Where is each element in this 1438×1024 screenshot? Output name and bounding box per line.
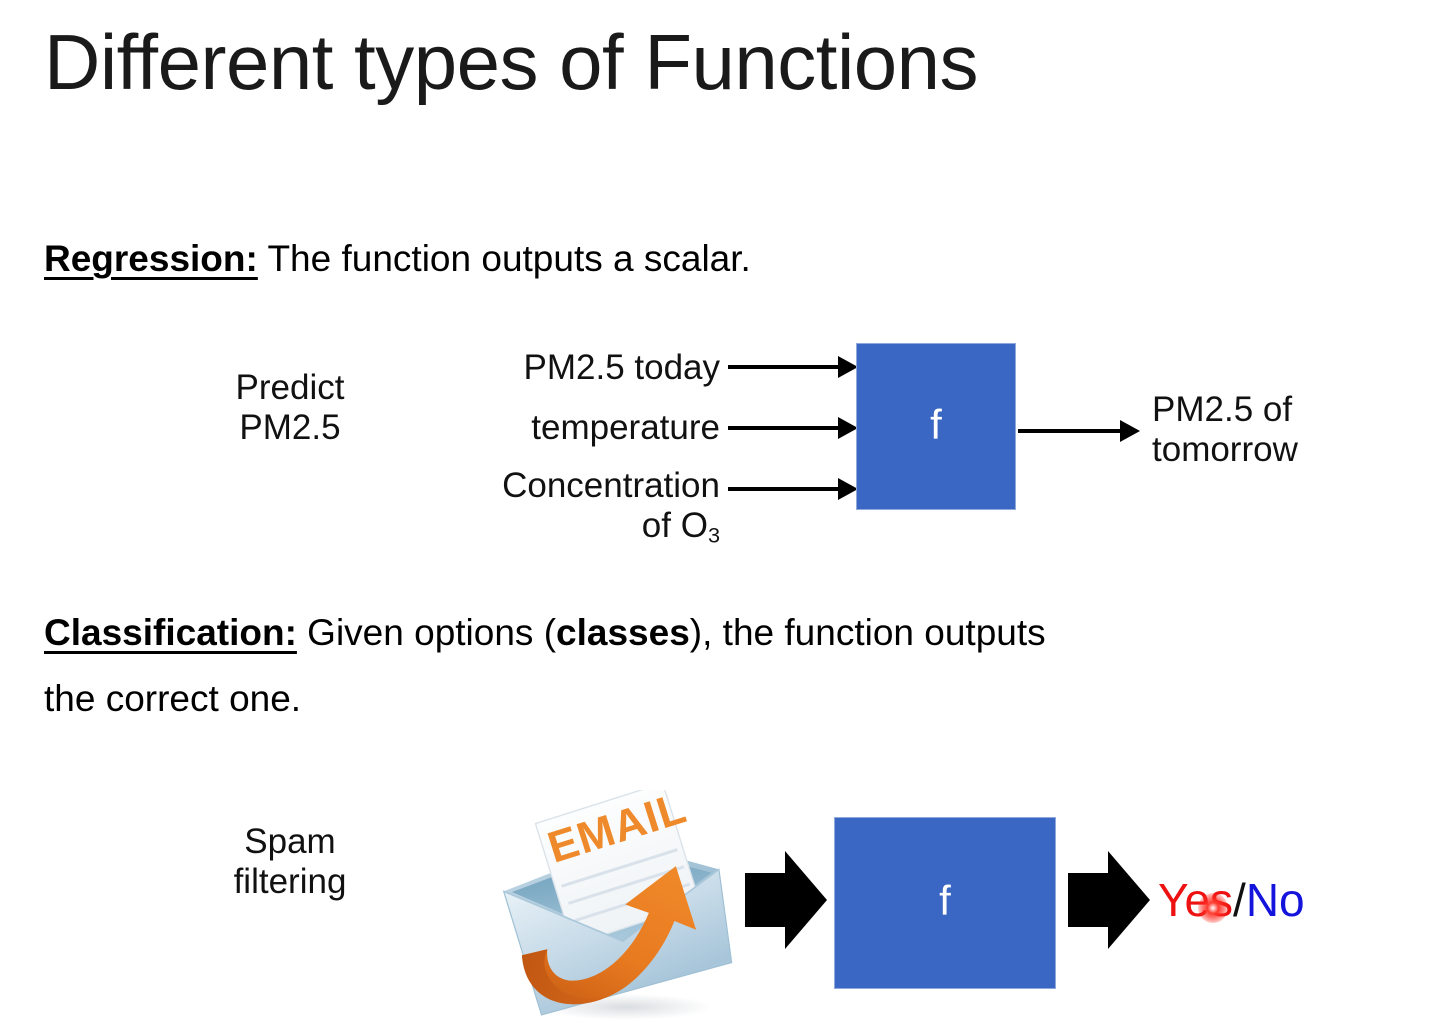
regression-input-arrow-2-icon bbox=[728, 417, 858, 439]
regression-description: Regression: The function outputs a scala… bbox=[44, 238, 751, 279]
regression-output-arrow-icon bbox=[1018, 420, 1140, 442]
regression-function-box: f bbox=[856, 343, 1016, 510]
output-yes-label: Yes bbox=[1158, 874, 1234, 926]
regression-input-label-3-text: of O bbox=[641, 506, 708, 546]
output-separator-label: / bbox=[1233, 874, 1246, 926]
orange-swoosh-arrow bbox=[521, 866, 697, 1005]
classification-task-label: Spam filtering bbox=[160, 822, 420, 903]
classification-description-line1: Classification: Given options (classes),… bbox=[44, 612, 1046, 653]
classification-output-arrow-icon bbox=[1068, 851, 1150, 949]
classification-rest-part2: ), the function outputs bbox=[689, 612, 1046, 653]
regression-task-label-line1: Predict bbox=[235, 368, 345, 407]
classification-function-label: f bbox=[939, 877, 951, 924]
regression-input-arrow-3-icon bbox=[728, 478, 858, 500]
regression-output-label: PM2.5 of tomorrow bbox=[1152, 390, 1392, 471]
regression-input-label-3-line2: of O3 bbox=[400, 506, 720, 548]
classification-task-label-line2: filtering bbox=[233, 862, 347, 902]
regression-function-label: f bbox=[930, 400, 942, 448]
regression-input-label-2: temperature bbox=[531, 408, 720, 447]
regression-task-label-line2: PM2.5 bbox=[239, 408, 341, 448]
regression-task-label: Predict PM2.5 bbox=[170, 368, 410, 449]
classification-output-label: Yes/No bbox=[1158, 873, 1305, 927]
regression-input-label-3-line1: Concentration bbox=[502, 466, 720, 505]
page-title: Different types of Functions bbox=[44, 18, 979, 106]
regression-input-label-1: PM2.5 today bbox=[523, 348, 721, 387]
classification-description-line2: the correct one. bbox=[44, 678, 302, 719]
classification-lead-label: Classification: bbox=[44, 612, 297, 653]
classification-emphasis-word: classes bbox=[556, 612, 690, 653]
regression-lead-label: Regression: bbox=[44, 238, 258, 279]
classification-task-label-line1: Spam bbox=[244, 822, 336, 861]
email-envelope-icon: EMAIL bbox=[486, 790, 746, 1024]
regression-input-label-3: Concentration of O3 bbox=[400, 466, 720, 549]
classification-rest-part1: Given options ( bbox=[296, 612, 557, 653]
regression-output-label-line1: PM2.5 of bbox=[1152, 390, 1293, 429]
regression-output-label-line2: tomorrow bbox=[1152, 430, 1298, 470]
regression-input-label-3-subscript: 3 bbox=[707, 522, 720, 548]
classification-input-arrow-icon bbox=[745, 851, 827, 949]
output-no-label: No bbox=[1245, 874, 1305, 926]
classification-function-box: f bbox=[834, 817, 1056, 989]
regression-input-arrow-1-icon bbox=[728, 356, 858, 378]
regression-rest-text: The function outputs a scalar. bbox=[257, 238, 751, 279]
